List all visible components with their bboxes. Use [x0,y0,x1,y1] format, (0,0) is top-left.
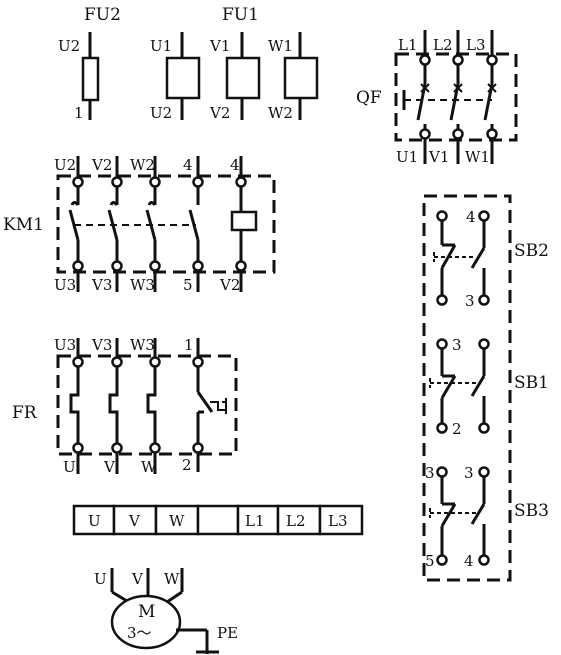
motor-phase: 3～ [127,624,152,642]
sb2-name: SB2 [514,241,549,261]
motor-body [110,594,182,650]
km1-top-label-3: W2 [130,156,155,174]
contactor-km1: KM1 U2 V2 W2 4 4 U3 V3 W3 5 V2 [3,156,276,294]
sb3-name: SB3 [514,501,549,521]
km1-top-label-2: V2 [91,156,112,174]
qf-bottom-label-1: U1 [396,148,418,166]
motor-ground-label: PE [217,624,238,642]
km1-bottom-label-2: V3 [91,276,112,294]
km1-top-label-4: 4 [183,156,193,174]
terminal-cell-5: L1 [245,512,265,530]
fr-bottom-label-1: U [63,458,76,476]
fu1-fuse-body-2 [225,56,261,100]
fu2-title: FU2 [84,5,121,25]
sb3-top-left-label: 3 [425,464,435,482]
sb1-top-label: 3 [452,336,462,354]
km1-coil [230,210,258,232]
fu1-title: FU1 [222,5,259,25]
fu1-bottom-label-3: W2 [268,104,293,122]
fr-top-label-4: 1 [184,336,194,354]
terminal-cell-1: U [88,512,101,530]
sb1-bottom-label: 2 [452,420,462,438]
fu1-bottom-label-2: V2 [209,104,230,122]
km1-top-label-5: 4 [230,156,240,174]
fr-top-label-3: W3 [130,336,155,354]
fr-enclosure [56,354,238,456]
button-station-enclosure [422,194,512,582]
fuse-fu2: FU2 U2 1 [58,5,121,122]
fu1-top-label-1: U1 [150,37,172,55]
sb1-name: SB1 [514,373,549,393]
fuse-fu1: FU1 U1 V1 W1 U2 V2 W2 [150,5,319,122]
qf-enclosure [394,52,518,142]
fu2-top-label: U2 [58,37,80,55]
button-sb2: SB2 4 3 [433,208,549,310]
km1-bottom-label-5: V2 [219,276,240,294]
button-sb1: SB1 3 2 [429,336,549,438]
km1-bottom-label-1: U3 [54,276,76,294]
motor-lead-u: U [94,570,107,588]
fu2-bottom-label: 1 [74,104,84,122]
fr-name: FR [12,403,38,423]
overload-relay-fr: FR U3 V3 W3 1 U V W 2 [12,336,238,476]
sb3-bottom-left-label: 5 [425,552,435,570]
motor: U V W M 3～ PE [94,568,238,654]
fu1-top-label-3: W1 [268,37,293,55]
fr-bottom-label-4: 2 [182,456,192,474]
terminal-cell-7: L3 [328,512,348,530]
fr-top-label-1: U3 [54,336,76,354]
qf-top-label-2: L2 [433,36,453,54]
button-station: SB2 4 3 SB1 3 2 [422,194,549,582]
km1-top-label-1: U2 [54,156,76,174]
sb3-top-right-label: 3 [464,464,474,482]
km1-enclosure [56,174,276,274]
qf-bottom-label-2: V1 [428,148,449,166]
km1-name: KM1 [3,215,44,235]
sb3-bottom-right-label: 4 [464,552,474,570]
terminal-cell-3: W [169,512,185,530]
km1-bottom-label-3: W3 [130,276,155,294]
terminal-cell-6: L2 [286,512,306,530]
motor-lead-w: W [164,570,180,588]
km1-bottom-label-4: 5 [183,276,193,294]
sb2-bottom-label: 3 [465,292,475,310]
fu1-top-label-2: V1 [209,37,230,55]
qf-bottom-label-3: W1 [465,148,490,166]
sb2-top-label: 4 [466,208,476,226]
fr-bottom-label-3: W [141,458,157,476]
qf-name: QF [356,88,382,108]
fu1-bottom-label-1: U2 [150,104,172,122]
fu1-fuse-body-1 [165,56,201,100]
fu1-fuse-body-3 [283,56,319,100]
button-sb3: SB3 3 3 5 4 [425,464,549,570]
qf-top-label-3: L3 [466,36,486,54]
terminal-cell-2: V [128,512,141,530]
fr-bottom-label-2: V [103,458,116,476]
motor-lead-v: V [131,570,144,588]
fr-top-label-2: V3 [91,336,112,354]
breaker-qf: QF L1 L2 L3 U1 V1 W1 [356,30,518,166]
fu2-fuse-body [81,56,100,102]
qf-top-label-1: L1 [398,36,418,54]
terminal-strip: U V W L1 L2 L3 [72,504,364,536]
motor-label: M [138,602,155,622]
